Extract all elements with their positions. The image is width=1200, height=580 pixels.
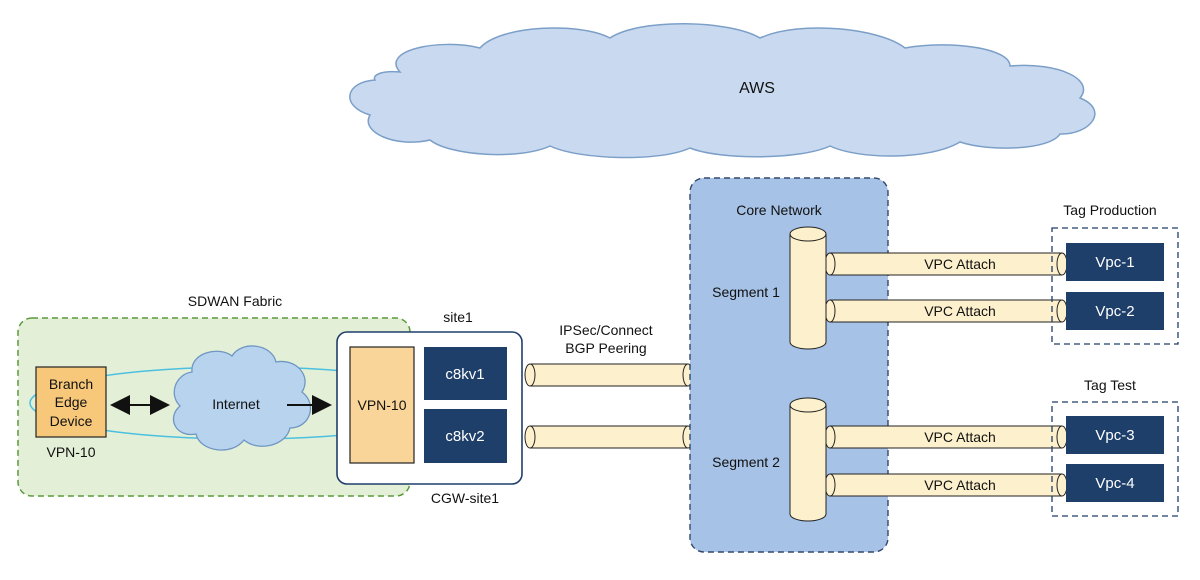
vpc-4-label: Vpc-4 [1095,475,1134,492]
vpc-4-box [1066,464,1164,502]
vpc-2-label: Vpc-2 [1095,303,1134,320]
vpc-attach-label-1: VPC Attach [924,256,996,272]
vpc-attach-tube-2: VPC Attach [824,299,1068,323]
site-vpn10-box [349,346,415,464]
vpc-attach-label-2: VPC Attach [924,303,996,319]
vpc-1-box [1066,243,1164,281]
tag-production-group: Tag Production Vpc-1 Vpc-2 [1051,202,1179,345]
vpc-attach-tube-1: VPC Attach [824,252,1068,276]
segment-2-cylinder [789,397,827,522]
ipsec-line2: BGP Peering [565,340,646,356]
branch-vpn-label: VPN-10 [46,444,95,460]
ipsec-line1: IPSec/Connect [559,322,652,338]
cgw-site1-label: CGW-site1 [431,490,499,506]
internet-label: Internet [212,396,260,412]
router-c8kv1-label: c8kv1 [445,366,484,383]
segment-1-label: Segment 1 [712,284,780,300]
router-c8kv2 [424,409,507,463]
vpc-attach-label-3: VPC Attach [924,429,996,445]
vpc-attach-tube-3: VPC Attach [824,425,1068,449]
segment-1-cylinder [789,226,827,350]
ipsec-tube-1 [524,363,694,387]
tag-test-label: Tag Test [1084,377,1136,393]
aws-cloud: AWS [349,23,1096,159]
vpc-attach-tube-4: VPC Attach [824,473,1068,497]
branch-line1: Branch [49,376,93,392]
vpc-3-box [1066,416,1164,454]
router-c8kv2-label: c8kv2 [445,428,484,445]
internet-cloud: Internet [172,345,312,451]
aws-label: AWS [739,80,775,97]
tag-production-label: Tag Production [1063,202,1156,218]
branch-edge-device: Branch Edge Device VPN-10 [35,366,107,460]
router-c8kv1 [424,347,507,400]
vpc-2-box [1066,292,1164,330]
vpc-1-label: Vpc-1 [1095,254,1134,271]
tag-test-group: Tag Test Vpc-3 Vpc-4 [1051,377,1179,517]
core-network-label: Core Network [736,202,823,218]
site-vpn10-label: VPN-10 [357,397,406,413]
site1-label: site1 [443,309,473,325]
segment-2-label: Segment 2 [712,454,780,470]
branch-line3: Device [50,413,93,429]
vpc-3-label: Vpc-3 [1095,427,1134,444]
vpc-attach-label-4: VPC Attach [924,477,996,493]
sdwan-fabric-label: SDWAN Fabric [188,293,282,309]
ipsec-tube-2 [524,425,694,449]
cgw-site1: site1 VPN-10 c8kv1 c8kv2 CGW-site1 [336,309,523,506]
branch-line2: Edge [55,394,88,410]
